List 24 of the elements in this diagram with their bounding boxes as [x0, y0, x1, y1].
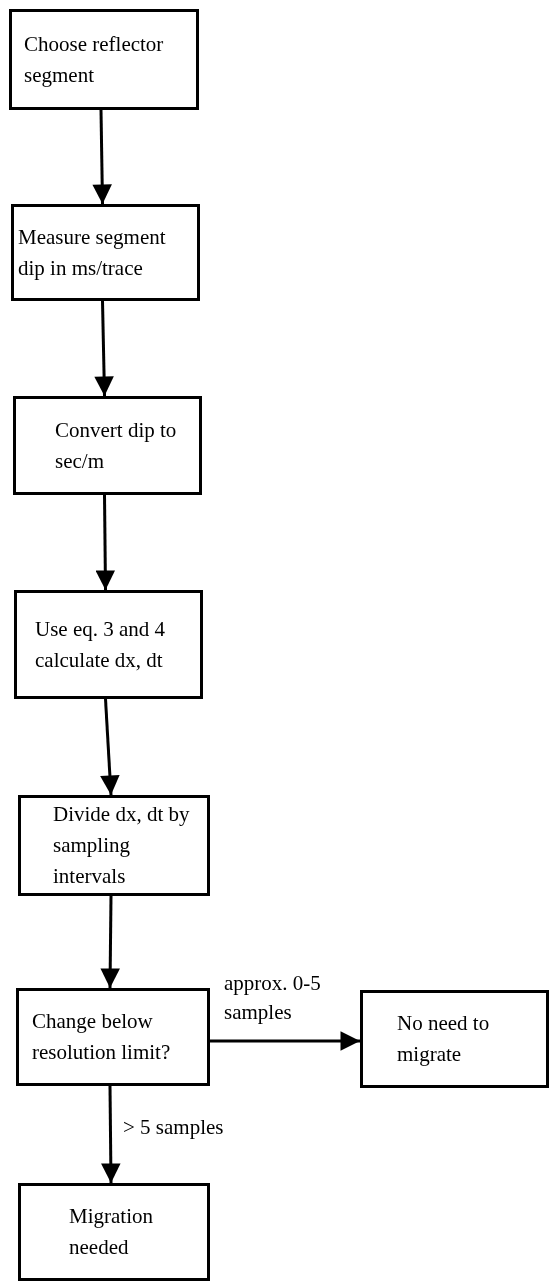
- arrow: [100, 698, 120, 796]
- process-box: [13, 396, 202, 495]
- arrow: [100, 896, 120, 988]
- box-text: Change below resolution limit?: [32, 1008, 172, 1066]
- box-text: Use eq. 3 and 4 calculate dx, dt: [35, 615, 167, 674]
- process-box: [9, 9, 199, 110]
- process-box: [18, 795, 210, 896]
- arrow: [95, 495, 116, 590]
- box-text: Choose reflector segment: [24, 30, 165, 89]
- edge-label: approx. 0-5 samples: [224, 970, 322, 1026]
- box-text: Measure segment dip in ms/trace: [18, 223, 167, 282]
- arrow: [94, 300, 114, 397]
- process-box: [14, 590, 203, 699]
- arrow: [101, 1086, 121, 1183]
- box-text: No need to migrate: [397, 1010, 491, 1068]
- process-box: [16, 988, 210, 1086]
- box-text: Migration needed: [69, 1203, 154, 1261]
- process-box: [360, 990, 549, 1088]
- process-box: [18, 1183, 210, 1281]
- arrow: [92, 109, 112, 205]
- box-text: Divide dx, dt by sampling intervals: [53, 801, 191, 890]
- box-text: Convert dip to sec/m: [55, 416, 178, 475]
- process-box: [11, 204, 200, 301]
- arrow: [210, 1031, 360, 1051]
